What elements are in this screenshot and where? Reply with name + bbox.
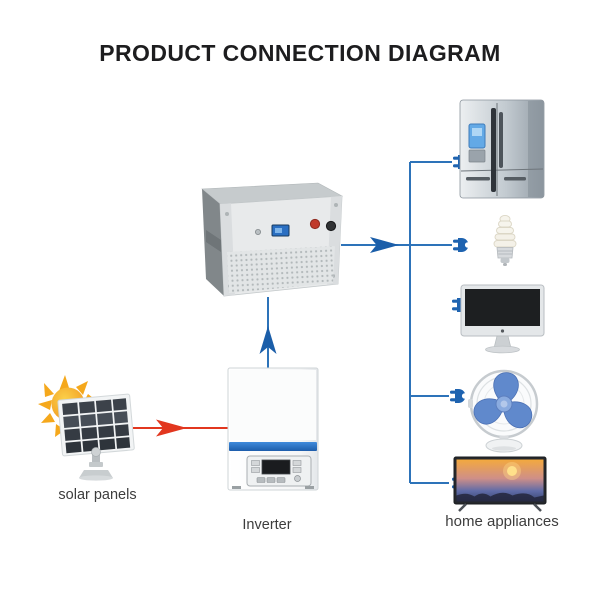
computer-monitor-icon — [460, 284, 545, 354]
blue-up-arrowhead-icon — [259, 326, 277, 354]
home-appliances-label: home appliances — [445, 513, 559, 530]
television-icon — [453, 456, 547, 512]
desk-fan-icon — [468, 369, 539, 453]
power-button — [254, 228, 261, 235]
page-title: PRODUCT CONNECTION DIAGRAM — [99, 40, 501, 66]
connection-battery-to-appliances — [341, 155, 471, 490]
lcd-display — [261, 459, 291, 475]
vent-grille — [227, 246, 335, 293]
blue-right-arrowhead-icon — [370, 237, 399, 253]
positive-terminal — [309, 218, 321, 230]
solar-panel-icon — [38, 375, 135, 481]
refrigerator-icon — [459, 99, 545, 199]
inverter-label: Inverter — [242, 517, 292, 533]
red-arrowhead-icon — [156, 419, 187, 437]
inverter-icon — [227, 367, 319, 491]
power-plug-icon — [453, 238, 471, 252]
power-plug-icon — [450, 389, 468, 403]
fridge-handle — [491, 108, 496, 192]
negative-terminal — [325, 220, 337, 232]
inverter-blue-stripe — [229, 442, 317, 451]
connection-solar-to-inverter — [133, 419, 229, 437]
fridge-handle — [499, 112, 503, 168]
solar-panels-label: solar panels — [58, 487, 137, 503]
cfl-bulb-icon — [493, 214, 517, 266]
battery-cabinet-icon — [201, 182, 344, 297]
